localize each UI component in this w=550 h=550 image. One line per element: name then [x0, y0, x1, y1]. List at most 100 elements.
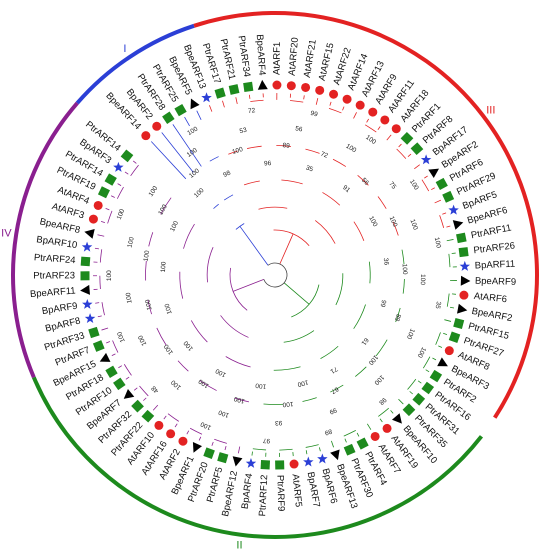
- square-marker: [453, 317, 465, 329]
- branch: [172, 124, 202, 167]
- branch: [156, 327, 167, 346]
- circle-marker: [370, 431, 380, 441]
- branch: [446, 293, 450, 307]
- circle-marker: [459, 290, 469, 300]
- clade-label-i: I: [123, 43, 126, 55]
- branch: [357, 175, 369, 186]
- triangle-marker: [190, 98, 200, 110]
- branch: [366, 118, 370, 123]
- bootstrap-value: 100: [160, 261, 168, 273]
- bootstrap-values: 1001001001009810053729689569935721001009…: [106, 107, 442, 444]
- bootstrap-value: 100: [116, 330, 127, 343]
- leaf-label: BpeARF8: [39, 216, 82, 236]
- branch: [335, 273, 344, 306]
- branch: [353, 112, 357, 119]
- branch: [344, 438, 347, 443]
- branch: [283, 282, 310, 305]
- branch: [167, 413, 180, 422]
- circle-marker: [178, 436, 188, 446]
- bootstrap-value: 99: [378, 299, 387, 308]
- bootstrap-value: 100: [127, 236, 136, 249]
- branch: [147, 299, 152, 315]
- triangle-marker: [457, 303, 468, 314]
- bootstrap-value: 100: [193, 187, 206, 200]
- bootstrap-value: 100: [217, 408, 230, 418]
- branch: [177, 360, 189, 372]
- branch: [112, 340, 119, 353]
- square-marker: [435, 177, 448, 191]
- leaf-label: AtARF1: [272, 42, 283, 75]
- square-marker: [174, 103, 187, 117]
- triangle-marker: [452, 220, 464, 230]
- leaf-label: BpARF7: [305, 471, 322, 508]
- square-marker: [88, 326, 100, 339]
- branch: [214, 438, 227, 444]
- clade-label-ii: II: [236, 540, 242, 550]
- bootstrap-value: 100: [388, 215, 399, 228]
- circle-marker: [141, 131, 151, 141]
- branch: [116, 186, 124, 199]
- bootstrap-value: 100: [255, 381, 267, 389]
- bootstrap-value: 88: [393, 313, 402, 322]
- bootstrap-value: 100: [164, 302, 174, 315]
- branch: [449, 306, 455, 309]
- circle-marker: [272, 80, 282, 90]
- bootstrap-value: 97: [262, 437, 270, 444]
- bootstrap-value: 48: [150, 384, 160, 394]
- branch: [211, 441, 214, 446]
- branch: [322, 192, 341, 206]
- branch: [302, 397, 317, 402]
- square-marker: [410, 142, 424, 156]
- bootstrap-value: 89: [323, 427, 332, 436]
- branch: [99, 275, 101, 290]
- bootstrap-value: 100: [163, 342, 175, 355]
- branch: [407, 378, 417, 390]
- branch: [97, 234, 105, 237]
- star-marker: [303, 456, 314, 467]
- bootstrap-value: 100: [144, 298, 153, 311]
- branch: [250, 99, 264, 102]
- branch: [150, 141, 187, 180]
- square-marker: [429, 369, 443, 383]
- branch: [174, 423, 178, 428]
- bootstrap-value: 100: [157, 203, 169, 216]
- branch: [179, 271, 184, 299]
- square-marker: [243, 81, 254, 92]
- branch: [424, 175, 428, 179]
- bootstrap-value: 91: [341, 184, 351, 194]
- branch: [239, 226, 269, 266]
- circle-marker: [154, 420, 164, 430]
- branch: [206, 247, 214, 283]
- star-marker: [81, 241, 93, 252]
- branch: [199, 380, 217, 391]
- square-marker: [458, 247, 469, 258]
- circle-marker: [289, 459, 299, 469]
- circle-marker: [329, 89, 339, 99]
- square-marker: [412, 392, 426, 406]
- branch: [198, 436, 202, 441]
- square-marker: [80, 271, 90, 281]
- branch: [106, 341, 111, 344]
- bootstrap-value: 75: [387, 181, 397, 191]
- branch: [139, 385, 149, 397]
- branch: [248, 94, 251, 99]
- branch: [276, 145, 292, 147]
- branch: [377, 126, 381, 130]
- branch: [105, 208, 110, 211]
- circle-marker: [286, 81, 296, 91]
- leaf-label: PtrARF34: [235, 35, 252, 78]
- circle-marker: [301, 82, 311, 92]
- branch: [414, 164, 420, 170]
- circle-marker: [315, 85, 325, 95]
- square-marker: [162, 111, 175, 125]
- square-marker: [105, 365, 118, 378]
- branch: [225, 356, 251, 368]
- circle-marker: [93, 200, 103, 210]
- branch: [273, 366, 301, 371]
- bootstrap-value: 100: [433, 237, 442, 249]
- branch: [281, 179, 303, 185]
- bootstrap-value: 100: [169, 220, 180, 233]
- branch: [94, 247, 99, 250]
- bootstrap-value: 61: [359, 336, 369, 346]
- square-marker: [92, 340, 105, 352]
